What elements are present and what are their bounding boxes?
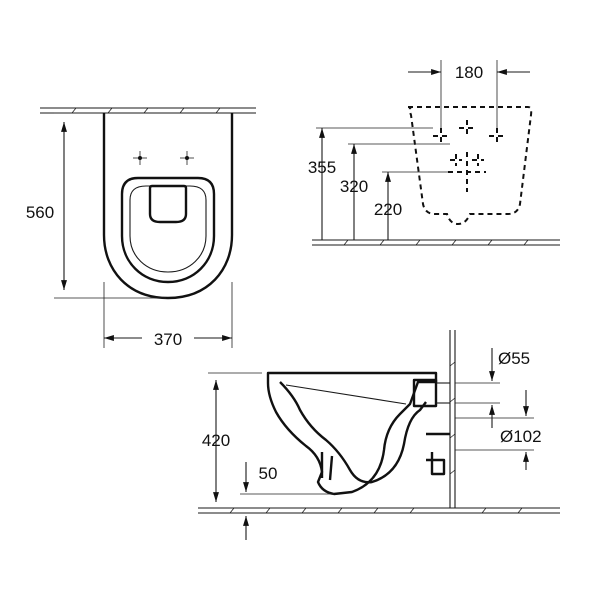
side-view-floor (198, 507, 560, 514)
seat-hinge (148, 184, 188, 224)
label-220: 220 (374, 200, 402, 219)
back-outline (408, 106, 533, 226)
cross-4 (450, 154, 462, 166)
cross-2 (459, 120, 475, 136)
toilet-outline-top (102, 113, 234, 300)
cross-1 (433, 128, 449, 144)
back-view-floor (312, 239, 560, 246)
side-view: 420 50 Ø55 Ø102 (198, 330, 560, 540)
label-d102: Ø102 (500, 427, 542, 446)
label-50: 50 (259, 464, 278, 483)
label-420: 420 (202, 431, 230, 450)
cross-big (448, 152, 486, 192)
rim-line (285, 384, 407, 405)
seat-outer (120, 176, 216, 284)
dimension-d55: Ø55 (455, 348, 530, 428)
label-180: 180 (455, 63, 483, 82)
back-fixing-marks (433, 120, 505, 192)
dimension-370: 370 (103, 282, 233, 349)
dimension-560: 560 (26, 112, 166, 299)
label-355: 355 (308, 158, 336, 177)
top-view-wall (40, 107, 256, 114)
dimension-420: 420 (202, 372, 262, 502)
label-560: 560 (26, 203, 54, 222)
dimension-d102: Ø102 (455, 390, 542, 470)
toilet-profile (266, 371, 438, 496)
back-view: 180 355 320 220 (308, 60, 560, 246)
label-370: 370 (154, 330, 182, 349)
outlet-connector (412, 378, 450, 476)
bowl-inner (279, 381, 427, 484)
dimension-180: 180 (408, 60, 530, 128)
seat-inner (129, 185, 207, 273)
side-view-wall (449, 330, 456, 508)
dimension-355: 355 (308, 127, 433, 240)
top-view: 560 370 (26, 107, 256, 349)
dimension-320: 320 (340, 143, 450, 240)
cross-3 (489, 128, 505, 144)
cross-5 (472, 154, 484, 166)
dimension-50: 50 (240, 462, 334, 540)
toilet-feet (320, 452, 334, 481)
fixing-marks (133, 151, 194, 165)
label-d55: Ø55 (498, 349, 530, 368)
label-320: 320 (340, 177, 368, 196)
dimension-220: 220 (374, 171, 448, 240)
